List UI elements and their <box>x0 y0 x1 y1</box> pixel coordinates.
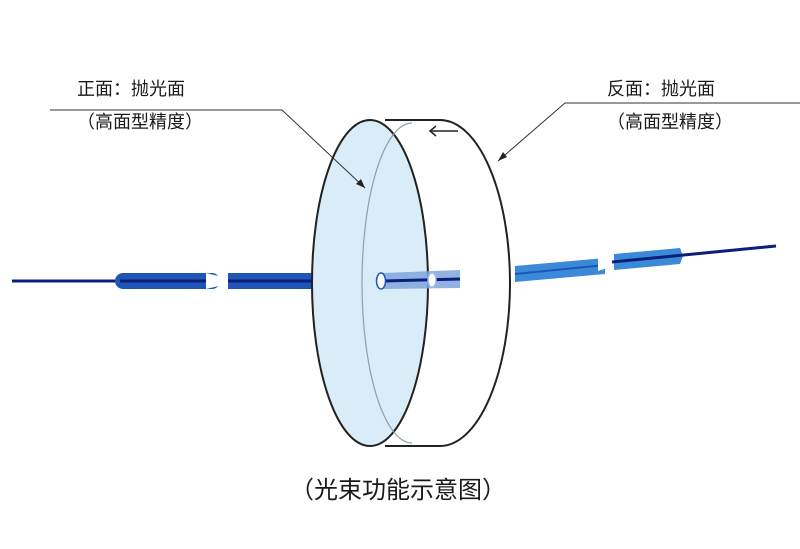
exit-point <box>427 272 437 288</box>
back-leader-line <box>497 102 800 162</box>
back-surface-subtitle: （高面型精度） <box>607 112 733 133</box>
entry-point <box>375 272 387 290</box>
internal-beam <box>375 270 461 290</box>
diagram-caption: （光束功能示意图） <box>290 476 506 504</box>
back-face-outline <box>439 119 511 447</box>
back-surface-title: 反面：抛光面 <box>607 79 715 100</box>
optical-window <box>311 119 515 447</box>
front-surface-title: 正面：抛光面 <box>77 79 185 100</box>
beam-direction-arrow-1 <box>206 273 240 289</box>
front-leader-line <box>50 109 366 189</box>
leader-lines <box>50 102 800 189</box>
beam-direction-arrow-2 <box>598 255 622 271</box>
thickness-arc <box>361 122 413 444</box>
left-arrow-icon <box>428 125 458 137</box>
front-surface-subtitle: （高面型精度） <box>77 112 203 133</box>
outgoing-beam <box>514 244 777 282</box>
